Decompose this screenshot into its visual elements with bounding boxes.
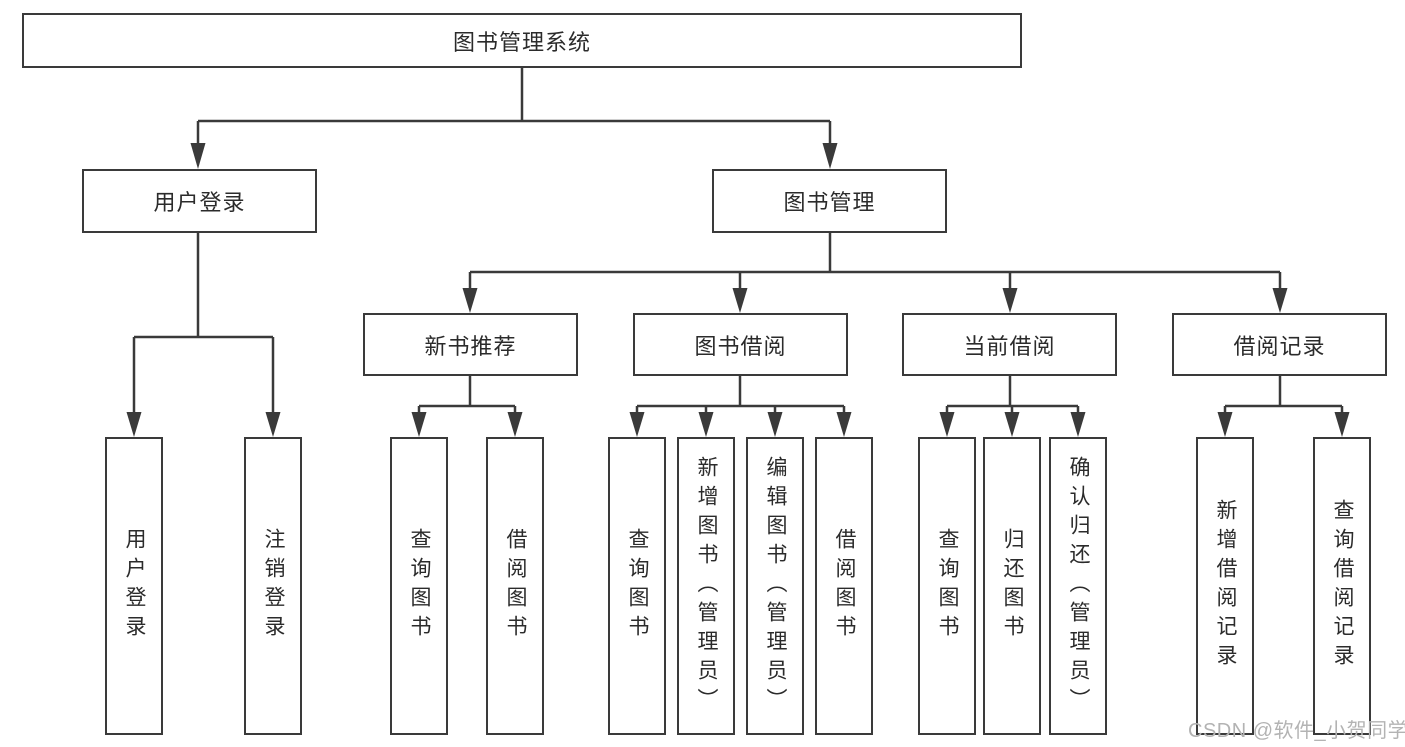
node-label: 编辑图书（管理员）: [764, 455, 787, 717]
node-label: 查询借阅记录: [1331, 499, 1354, 673]
node-library-management-system: 图书管理系统: [22, 13, 1022, 68]
node-label: 归还图书: [1001, 528, 1024, 644]
csdn-watermark: CSDN @软件_小贺同学: [1188, 720, 1405, 742]
node-current-borrowing: 当前借阅: [902, 313, 1117, 376]
leaf-return-book: 归还图书: [983, 437, 1041, 735]
node-label: 新增借阅记录: [1214, 499, 1237, 673]
leaf-logout: 注销登录: [244, 437, 302, 735]
leaf-add-book-admin: 新增图书（管理员）: [677, 437, 735, 735]
node-book-management: 图书管理: [712, 169, 947, 233]
leaf-user-login: 用户登录: [105, 437, 163, 735]
node-label: 用户登录: [153, 190, 246, 215]
node-label: 图书管理: [783, 190, 876, 215]
node-label: 确认归还（管理员）: [1067, 455, 1090, 717]
node-label: 新书推荐: [424, 333, 517, 359]
node-label: 查询图书: [626, 528, 649, 644]
leaf-query-books-2: 查询图书: [608, 437, 666, 735]
leaf-query-books: 查询图书: [390, 437, 448, 735]
node-label: 借阅记录: [1233, 333, 1326, 359]
node-label: 查询图书: [936, 528, 959, 644]
leaf-query-books-3: 查询图书: [918, 437, 976, 735]
node-label: 借阅图书: [504, 528, 527, 644]
leaf-add-borrow-record: 新增借阅记录: [1196, 437, 1254, 735]
leaf-query-borrow-record: 查询借阅记录: [1313, 437, 1371, 735]
node-label: 查询图书: [408, 528, 431, 644]
node-label: 借阅图书: [833, 528, 856, 644]
node-book-borrowing: 图书借阅: [633, 313, 848, 376]
node-label: 新增图书（管理员）: [695, 455, 718, 717]
leaf-confirm-return-admin: 确认归还（管理员）: [1049, 437, 1107, 735]
node-label: 用户登录: [123, 528, 146, 644]
node-borrowing-records: 借阅记录: [1172, 313, 1387, 376]
node-new-book-recommend: 新书推荐: [363, 313, 578, 376]
node-label: 图书借阅: [694, 333, 787, 359]
node-label: 图书管理系统: [452, 29, 591, 55]
node-label: 当前借阅: [963, 333, 1056, 359]
node-user-login: 用户登录: [82, 169, 317, 233]
leaf-borrow-books: 借阅图书: [486, 437, 544, 735]
leaf-borrow-books-2: 借阅图书: [815, 437, 873, 735]
node-label: 注销登录: [262, 528, 285, 644]
leaf-edit-book-admin: 编辑图书（管理员）: [746, 437, 804, 735]
